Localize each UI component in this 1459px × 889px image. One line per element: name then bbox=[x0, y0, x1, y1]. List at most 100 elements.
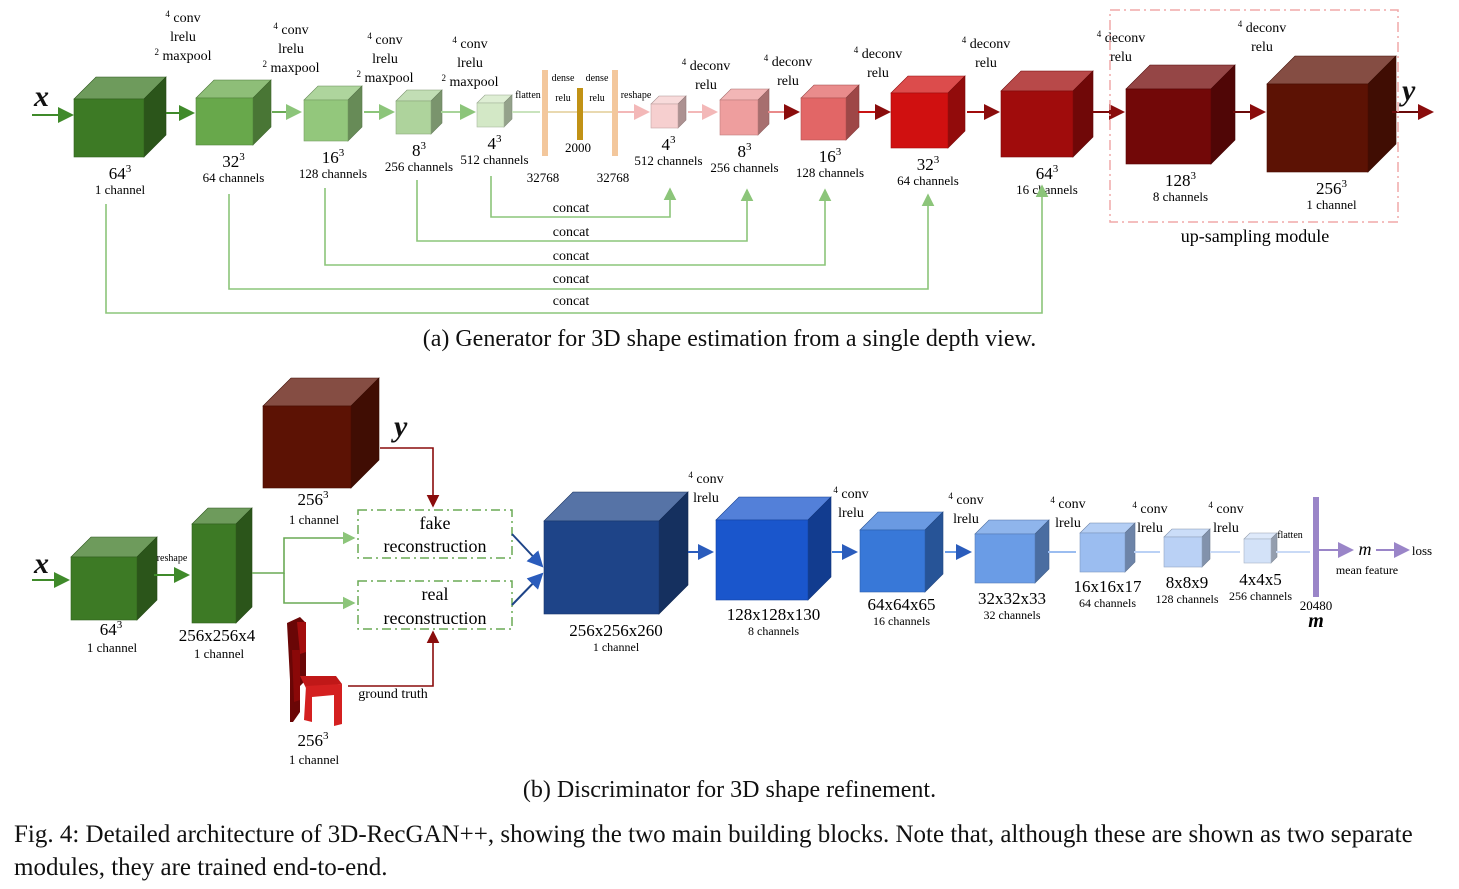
disc-op-4-line2: lrelu bbox=[1055, 516, 1081, 531]
gen-op-3-line2: lrelu bbox=[372, 52, 398, 67]
disc-volume-block-4 bbox=[974, 519, 1050, 584]
concat-label-5: concat bbox=[553, 294, 590, 309]
gen-volume-block-12 bbox=[1266, 55, 1397, 173]
disc-block-4-channels: 32 channels bbox=[984, 608, 1041, 622]
gen-block-4-channels: 256 channels bbox=[385, 159, 453, 174]
disc-block-1-channels: 1 channel bbox=[593, 640, 640, 654]
disc-op-4-l1b: conv bbox=[1055, 497, 1086, 512]
gen-volume-block-7 bbox=[719, 88, 770, 136]
gen-op-6-line2: relu bbox=[777, 74, 799, 89]
gen-block-5-size-sup: 3 bbox=[496, 133, 502, 145]
gen-output-symbol: y bbox=[1399, 74, 1416, 107]
gen-op-2-line2: lrelu bbox=[278, 42, 304, 57]
vector-size-3: 32768 bbox=[597, 170, 630, 185]
y-volume-size: 2563 bbox=[298, 489, 330, 509]
gen-block-7-channels: 256 channels bbox=[710, 160, 778, 175]
disc-feature-vector-bar bbox=[1313, 497, 1319, 597]
dense-label-2: dense bbox=[586, 73, 609, 84]
gen-block-7-size: 83 bbox=[738, 141, 753, 161]
gen-block-8-size-sup: 3 bbox=[836, 146, 842, 158]
gen-op-1-l1: 4 bbox=[165, 9, 170, 19]
gen-op-8-line2: relu bbox=[975, 56, 997, 71]
disc-op-1-line1: 4 conv bbox=[688, 470, 723, 487]
disc-op-2-l1b: conv bbox=[838, 487, 869, 502]
gen-block-9-channels: 64 channels bbox=[897, 173, 959, 188]
gen-block-10-channels: 16 channels bbox=[1016, 182, 1078, 197]
disc-op-6-line1: 4 conv bbox=[1208, 500, 1243, 517]
gen-op-2-l1b: conv bbox=[278, 23, 309, 38]
disc-volume-block-7 bbox=[1243, 532, 1278, 564]
disc-input-size-base: 64 bbox=[100, 620, 118, 639]
gen-block-10-size-base: 64 bbox=[1036, 164, 1054, 183]
disc-op-1-l1b: conv bbox=[693, 472, 724, 487]
disc-m-symbol: m bbox=[1308, 610, 1324, 632]
disc-op-6-l1b: conv bbox=[1213, 502, 1244, 517]
disc-block-1-size: 256x256x260 bbox=[569, 621, 663, 640]
gen-block-7-size-base: 8 bbox=[738, 142, 747, 161]
gen-block-7-size-sup: 3 bbox=[746, 141, 752, 153]
disc-volume-block-2 bbox=[715, 496, 832, 601]
gen-op-1-line1: 4 conv bbox=[165, 9, 200, 26]
disc-input-size: 643 bbox=[100, 619, 123, 639]
gen-op-9-line2: relu bbox=[1110, 50, 1132, 65]
reshaped-size: 256x256x4 bbox=[179, 626, 256, 645]
y-volume-channels: 1 channel bbox=[289, 512, 340, 527]
real-reconstruction-box bbox=[357, 580, 513, 630]
disc-input-size-sup: 3 bbox=[117, 619, 123, 631]
gen-op-3-l1b: conv bbox=[372, 33, 403, 48]
gen-block-3-size-sup: 3 bbox=[339, 147, 345, 159]
disc-op-2-line2: lrelu bbox=[838, 506, 864, 521]
gen-op-2-l3b: maxpool bbox=[267, 61, 320, 76]
gen-block-10-size-sup: 3 bbox=[1053, 163, 1059, 175]
disc-input-symbol: x bbox=[33, 547, 49, 580]
concat-label-2: concat bbox=[553, 225, 590, 240]
gen-block-3-size-base: 16 bbox=[322, 148, 339, 167]
gen-op-9-line1: 4 deconv bbox=[1097, 29, 1145, 46]
gen-op-4-line3: 2 maxpool bbox=[442, 73, 499, 90]
gen-op-10-line1: 4 deconv bbox=[1238, 19, 1286, 36]
disc-op-3-line2: lrelu bbox=[953, 512, 979, 527]
gen-op-6-l1: 4 bbox=[764, 53, 769, 63]
disc-vector-size: 20480 bbox=[1300, 598, 1333, 613]
gen-op-4-line2: lrelu bbox=[457, 56, 483, 71]
disc-block-2-size: 128x128x130 bbox=[727, 605, 821, 624]
disc-block-3-size: 64x64x65 bbox=[868, 595, 936, 614]
concat-line-4 bbox=[228, 193, 935, 290]
gen-op-10-l1b: deconv bbox=[1242, 21, 1286, 36]
disc-block-4-size: 32x32x33 bbox=[978, 589, 1046, 608]
disc-op-3-l1: 4 bbox=[948, 491, 953, 501]
real-label-line1: real bbox=[422, 584, 449, 604]
gen-block-9-size-base: 32 bbox=[917, 155, 934, 174]
gen-block-11-channels: 8 channels bbox=[1153, 189, 1208, 204]
figure-caption: Fig. 4: Detailed architecture of 3D-RecG… bbox=[14, 821, 1413, 881]
branch-line-lower bbox=[283, 573, 356, 610]
disc-op-6-line2: lrelu bbox=[1213, 521, 1239, 536]
disc-op-2-line1: 4 conv bbox=[833, 485, 868, 502]
disc-y-volume bbox=[262, 377, 380, 489]
disc-block-5-channels: 64 channels bbox=[1079, 596, 1136, 610]
gen-block-1-size: 643 bbox=[109, 163, 132, 183]
gen-block-8-channels: 128 channels bbox=[796, 165, 864, 180]
gen-block-9-size-sup: 3 bbox=[934, 154, 940, 166]
vector-size-1: 32768 bbox=[527, 170, 560, 185]
loss-label: loss bbox=[1412, 543, 1432, 558]
disc-op-5-l1: 4 bbox=[1132, 500, 1137, 510]
dense-label-1: dense bbox=[552, 73, 575, 84]
gen-block-3-channels: 128 channels bbox=[299, 166, 367, 181]
gen-volume-block-3 bbox=[303, 85, 363, 142]
disc-op-2-l1: 4 bbox=[833, 485, 838, 495]
vector-size-2: 2000 bbox=[565, 140, 591, 155]
gen-volume-block-8 bbox=[800, 84, 860, 141]
gen-block-2-size: 323 bbox=[222, 151, 245, 171]
gen-op-8-l1b: deconv bbox=[966, 37, 1010, 52]
disc-reshaped-volume bbox=[191, 507, 253, 624]
gen-block-6-channels: 512 channels bbox=[634, 153, 702, 168]
fake-to-disc-arrow bbox=[511, 533, 544, 568]
disc-volume-block-1 bbox=[543, 491, 689, 615]
disc-block-5-size: 16x16x17 bbox=[1074, 577, 1143, 596]
gen-block-4-size: 83 bbox=[412, 140, 427, 160]
branch-line bbox=[252, 531, 356, 574]
gen-volume-block-2 bbox=[195, 79, 272, 146]
ground-truth-label: ground truth bbox=[358, 687, 428, 702]
